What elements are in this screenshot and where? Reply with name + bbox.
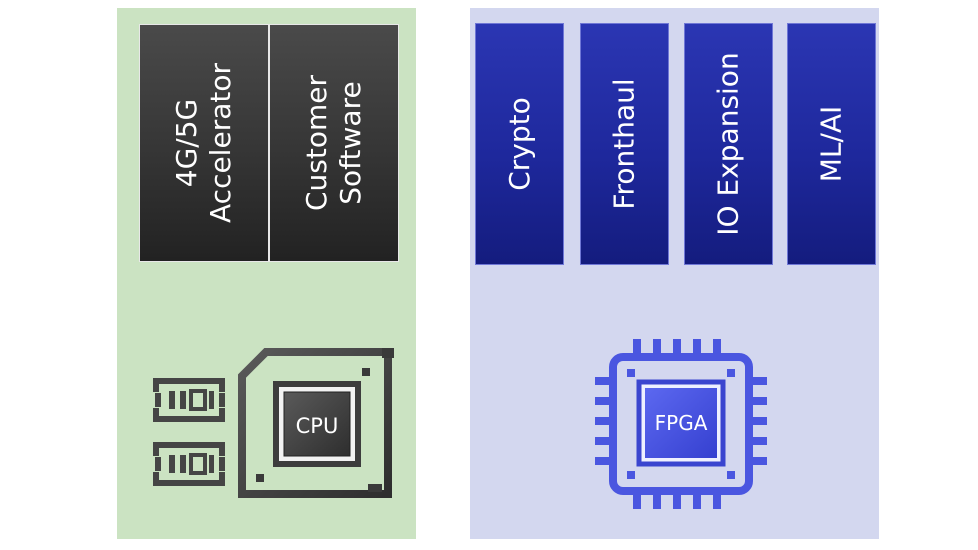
io-expansion-block: IO Expansion	[684, 23, 773, 265]
io-expansion-label: IO Expansion	[711, 52, 745, 236]
customer-software-block: Customer Software	[269, 24, 399, 262]
memory-module-icon	[153, 378, 227, 422]
fronthaul-label: Fronthaul	[607, 78, 641, 210]
cpu-chip-icon: CPU	[238, 348, 394, 498]
accelerator-label-line2: Accelerator	[204, 63, 238, 223]
customer-software-label-line2: Software	[334, 81, 368, 205]
fpga-chip-icon: FPGA	[595, 339, 767, 509]
fronthaul-block: Fronthaul	[580, 23, 669, 265]
crypto-label: Crypto	[502, 97, 536, 191]
cpu-chip-label: CPU	[296, 414, 339, 438]
ml-ai-block: ML/AI	[787, 23, 876, 265]
accelerator-block: 4G/5G Accelerator	[139, 24, 269, 262]
memory-module-icon	[153, 442, 227, 486]
customer-software-label-line1: Customer	[300, 74, 334, 212]
crypto-block: Crypto	[475, 23, 564, 265]
fpga-chip-label: FPGA	[655, 411, 708, 435]
accelerator-label-line1: 4G/5G	[170, 98, 204, 188]
ml-ai-label: ML/AI	[814, 105, 848, 183]
